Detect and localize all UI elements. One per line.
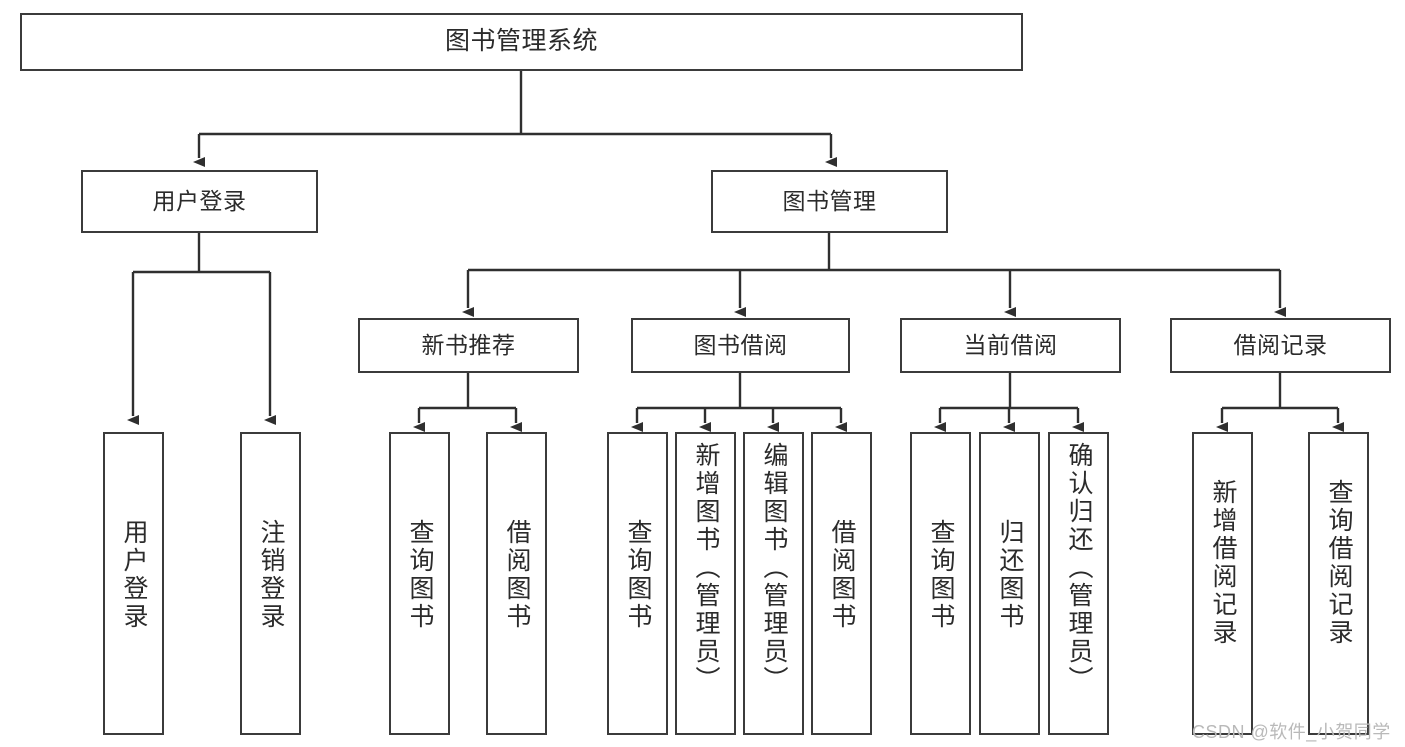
node-label: 用户登录 <box>120 519 148 631</box>
node-root-book-management-system[interactable]: 图书管理系统 <box>20 13 1023 71</box>
node-label: 当前借阅 <box>963 331 1058 358</box>
node-label: 查询图书 <box>406 519 434 631</box>
leaf-lend-book[interactable]: 借阅图书 <box>811 432 872 735</box>
node-label: 借阅记录 <box>1233 331 1328 358</box>
leaf-logout[interactable]: 注销登录 <box>240 432 301 735</box>
node-borrow-record[interactable]: 借阅记录 <box>1170 318 1391 373</box>
leaf-query-book-borrow[interactable]: 查询图书 <box>607 432 668 735</box>
node-label: 新书推荐 <box>421 331 516 358</box>
node-label: 确认归还（管理员） <box>1065 442 1093 694</box>
node-label: 图书管理 <box>782 187 877 214</box>
leaf-return-book[interactable]: 归还图书 <box>979 432 1040 735</box>
node-label: 查询图书 <box>927 519 955 631</box>
node-label: 图书管理系统 <box>444 27 598 56</box>
node-new-book-recommend[interactable]: 新书推荐 <box>358 318 579 373</box>
leaf-borrow-book-recommend[interactable]: 借阅图书 <box>486 432 547 735</box>
leaf-add-book-admin[interactable]: 新增图书（管理员） <box>675 432 736 735</box>
node-label: 归还图书 <box>996 519 1024 631</box>
node-book-borrow[interactable]: 图书借阅 <box>631 318 850 373</box>
leaf-confirm-return-admin[interactable]: 确认归还（管理员） <box>1048 432 1109 735</box>
leaf-query-borrow-record[interactable]: 查询借阅记录 <box>1308 432 1369 735</box>
node-label: 用户登录 <box>152 187 247 214</box>
leaf-query-book-recommend[interactable]: 查询图书 <box>389 432 450 735</box>
node-label: 新增借阅记录 <box>1209 479 1237 647</box>
node-user-login[interactable]: 用户登录 <box>81 170 318 233</box>
node-current-borrow[interactable]: 当前借阅 <box>900 318 1121 373</box>
node-label: 借阅图书 <box>503 519 531 631</box>
node-label: 查询图书 <box>624 519 652 631</box>
node-label: 查询借阅记录 <box>1325 479 1353 647</box>
leaf-user-login[interactable]: 用户登录 <box>103 432 164 735</box>
watermark-csdn: CSDN @软件_小贺同学 <box>1192 722 1391 742</box>
node-label: 编辑图书（管理员） <box>760 442 788 694</box>
node-book-management[interactable]: 图书管理 <box>711 170 948 233</box>
node-label: 图书借阅 <box>693 331 788 358</box>
leaf-query-book-current[interactable]: 查询图书 <box>910 432 971 735</box>
leaf-add-borrow-record[interactable]: 新增借阅记录 <box>1192 432 1253 735</box>
leaf-edit-book-admin[interactable]: 编辑图书（管理员） <box>743 432 804 735</box>
node-label: 借阅图书 <box>828 519 856 631</box>
node-label: 新增图书（管理员） <box>692 442 720 694</box>
node-label: 注销登录 <box>257 519 285 631</box>
